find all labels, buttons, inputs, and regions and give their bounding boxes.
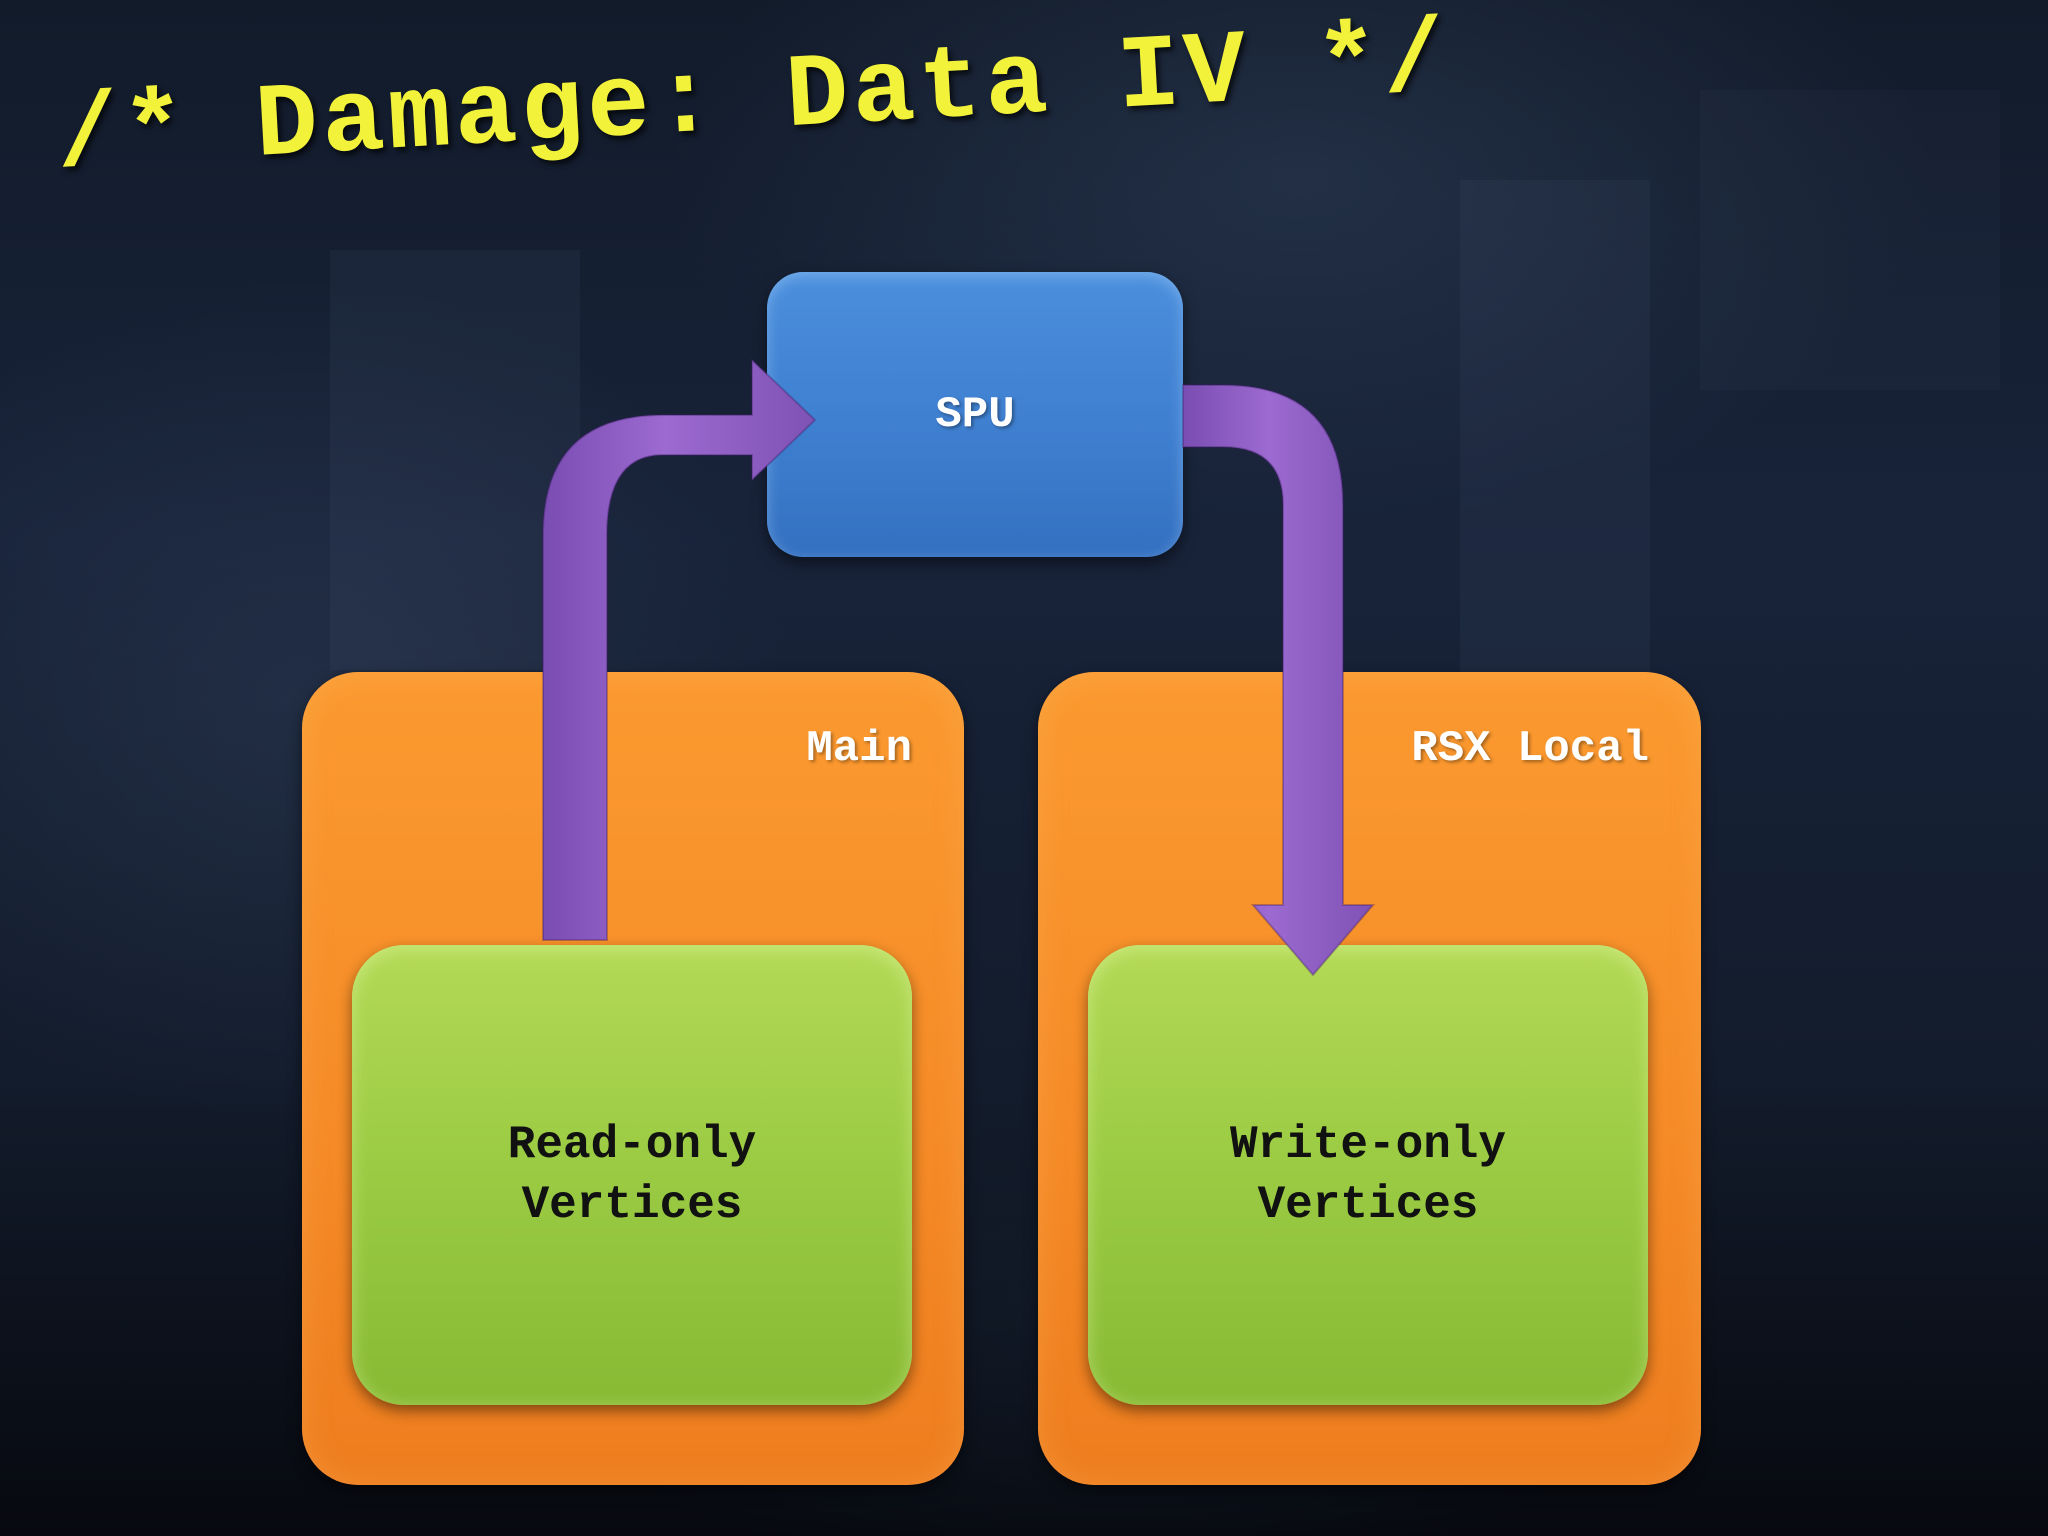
write-only-vertices-label: Write-only Vertices (1088, 1115, 1648, 1235)
main-memory-label: Main (806, 724, 912, 774)
read-only-vertices-line1: Read-only (507, 1119, 757, 1171)
background-building (1460, 180, 1650, 700)
write-only-vertices-line1: Write-only (1229, 1119, 1507, 1171)
read-only-vertices-label: Read-only Vertices (352, 1115, 912, 1235)
rsx-local-label: RSX Local (1411, 724, 1649, 774)
write-only-vertices-box: Write-only Vertices (1088, 945, 1648, 1405)
write-only-vertices-line2: Vertices (1257, 1179, 1479, 1231)
background-building (1700, 90, 2000, 390)
arrow-main-to-spu (542, 357, 817, 941)
spu-box: SPU (767, 272, 1183, 557)
background-building (330, 250, 580, 670)
read-only-vertices-box: Read-only Vertices (352, 945, 912, 1405)
spu-label: SPU (935, 390, 1015, 440)
read-only-vertices-line2: Vertices (521, 1179, 743, 1231)
arrow-spu-to-rsx (1182, 384, 1376, 977)
